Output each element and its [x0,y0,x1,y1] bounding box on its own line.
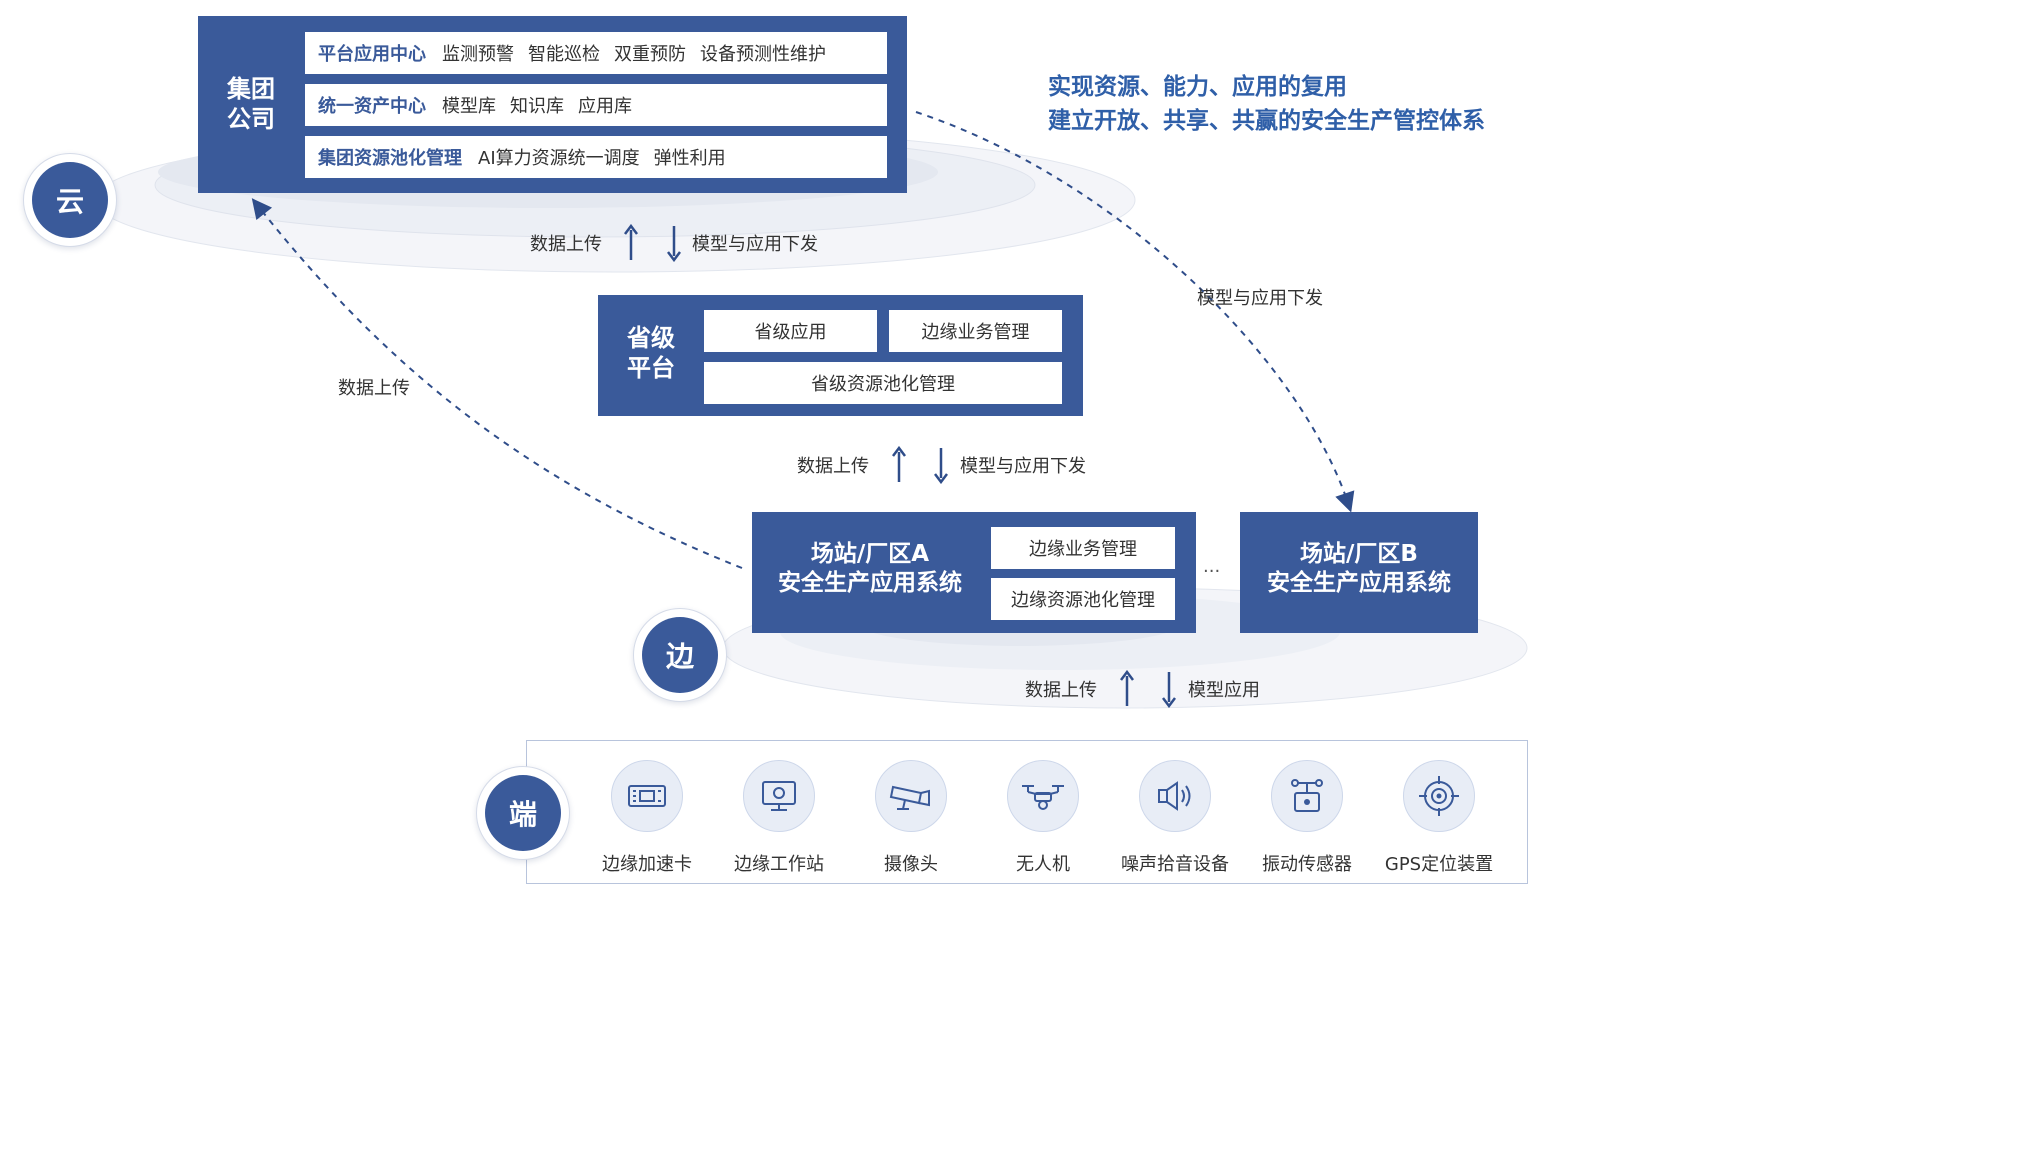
camera-icon [875,760,947,832]
group-company-box: 集团 公司 平台应用中心 监测预警 智能巡检 双重预防 设备预测性维护 统一资产… [198,16,907,193]
headline-line-1: 实现资源、能力、应用的复用 [1048,74,1347,100]
headline: 实现资源、能力、应用的复用 建立开放、共享、共赢的安全生产管控体系 [1048,70,1485,138]
device-label: 边缘加速卡 [602,854,692,875]
cloud-tier-label: 云 [32,162,108,238]
group-resource-pool-row: 集团资源池化管理 AI算力资源统一调度 弹性利用 [305,136,887,178]
end-tier-badge: 端 [476,766,570,860]
device-drone: 无人机 [983,760,1103,876]
cloud-tier-badge: 云 [23,153,117,247]
province-platform-title: 省级 平台 [627,324,675,382]
cloud-flow-down-label: 模型与应用下发 [692,234,818,255]
device-vibration-sensor: 振动传感器 [1247,760,1367,876]
vibration-sensor-icon [1271,760,1343,832]
up-arrow-icon [1120,670,1134,706]
up-arrow-icon [892,446,906,482]
station-a-edge-biz-cell: 边缘业务管理 [991,527,1175,569]
accelerator-card-icon [611,760,683,832]
more-stations-ellipsis: ... [1203,556,1221,577]
platform-app-center-row: 平台应用中心 监测预警 智能巡检 双重预防 设备预测性维护 [305,32,887,74]
up-arrow-icon [624,224,638,260]
down-arrow-icon [1162,672,1176,708]
cloud-flow-up-label: 数据上传 [530,234,602,255]
province-resource-pool-cell: 省级资源池化管理 [704,362,1062,404]
left-curve-label: 数据上传 [338,378,410,399]
station-a-title: 场站/厂区A 安全生产应用系统 [778,541,962,596]
station-a-box: 场站/厂区A 安全生产应用系统 边缘业务管理 边缘资源池化管理 [752,512,1196,633]
device-label: 摄像头 [884,854,938,875]
model-dispatch-curve [915,111,1355,513]
edge-flow-down-label: 模型应用 [1188,680,1260,701]
device-label: 边缘工作站 [734,854,824,875]
device-noise-pickup: 噪声拾音设备 [1115,760,1235,876]
drone-icon [1007,760,1079,832]
edge-flow-up-label: 数据上传 [1025,680,1097,701]
province-platform-box: 省级 平台 省级应用 边缘业务管理 省级资源池化管理 [598,295,1083,416]
device-label: GPS定位装置 [1384,854,1494,875]
end-tier-label: 端 [485,775,561,851]
station-b-box: 场站/厂区B 安全生产应用系统 [1240,512,1478,633]
gps-target-icon [1403,760,1475,832]
province-app-cell: 省级应用 [704,310,877,352]
station-b-title: 场站/厂区B 安全生产应用系统 [1267,541,1451,596]
headline-line-2: 建立开放、共享、共赢的安全生产管控体系 [1048,108,1485,134]
speaker-icon [1139,760,1211,832]
edge-tier-label: 边 [642,617,718,693]
device-label: 无人机 [1016,854,1070,875]
province-edge-biz-cell: 边缘业务管理 [889,310,1062,352]
group-company-title: 集团 公司 [227,75,275,133]
device-edge-workstation: 边缘工作站 [719,760,839,876]
unified-asset-center-row: 统一资产中心 模型库 知识库 应用库 [305,84,887,126]
province-flow-down-label: 模型与应用下发 [960,456,1086,477]
device-edge-accelerator: 边缘加速卡 [587,760,707,876]
workstation-icon [743,760,815,832]
device-label: 振动传感器 [1262,854,1352,875]
device-camera: 摄像头 [851,760,971,876]
down-arrow-icon [934,448,948,484]
data-upload-curve [251,198,743,569]
station-a-resource-pool-cell: 边缘资源池化管理 [991,578,1175,620]
down-arrow-icon [667,226,681,262]
province-flow-up-label: 数据上传 [797,456,869,477]
device-gps: GPS定位装置 [1379,760,1499,876]
edge-tier-badge: 边 [633,608,727,702]
device-label: 噪声拾音设备 [1121,854,1229,875]
right-curve-label: 模型与应用下发 [1197,288,1323,309]
